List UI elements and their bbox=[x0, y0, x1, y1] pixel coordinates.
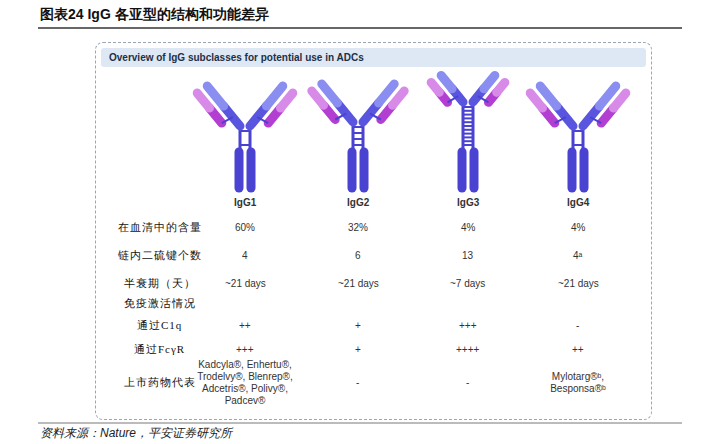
table-cell: - bbox=[466, 377, 469, 389]
chain bbox=[580, 152, 589, 188]
chain bbox=[458, 152, 467, 188]
figure-title: 图表24 IgG 各亚型的结构和功能差异 bbox=[40, 6, 269, 24]
row-label: 免疫激活情况 bbox=[124, 297, 196, 310]
row-label: 通过FcγR bbox=[134, 343, 185, 356]
table-cell: Kadcyla®, Enhertu®, Trodelvy®, Blenrep®,… bbox=[195, 359, 295, 407]
antibody bbox=[530, 86, 626, 188]
chain bbox=[530, 93, 542, 108]
column-header: IgG3 bbox=[457, 197, 479, 209]
disulfide-bond bbox=[240, 130, 250, 132]
title-rule bbox=[38, 27, 682, 29]
chain bbox=[497, 82, 505, 92]
table-cell: + bbox=[355, 320, 361, 332]
table-cell: ~7 days bbox=[450, 278, 485, 290]
disulfide-bond bbox=[463, 144, 473, 146]
chain bbox=[470, 152, 479, 188]
disulfide-bond bbox=[353, 144, 363, 146]
disulfide-bond bbox=[463, 133, 473, 135]
table-cell: ++ bbox=[572, 344, 584, 356]
table-cell: 4% bbox=[571, 222, 585, 234]
chain bbox=[393, 91, 405, 105]
disulfide-bond bbox=[353, 132, 363, 134]
disulfide-bond bbox=[463, 114, 473, 116]
panel-heading: Overview of IgG subclasses for potential… bbox=[109, 52, 638, 63]
disulfide-bond bbox=[463, 121, 473, 123]
table-cell: 4ᵃ bbox=[573, 250, 582, 262]
chain bbox=[247, 152, 256, 188]
chain bbox=[568, 152, 577, 188]
table-cell: 4 bbox=[242, 250, 248, 262]
table-cell: +++ bbox=[236, 344, 254, 356]
disulfide-bond bbox=[257, 117, 268, 123]
row-label: 半衰期（天） bbox=[124, 277, 196, 290]
table-cell: Mylotarg®ᵇ, Besponsa®ᵇ bbox=[528, 371, 628, 395]
table-cell: ~21 days bbox=[338, 278, 379, 290]
table-cell: ~21 days bbox=[225, 278, 266, 290]
table-cell: + bbox=[355, 344, 361, 356]
table-cell: 4% bbox=[461, 222, 475, 234]
source-caption: 资料来源：Nature，平安证券研究所 bbox=[40, 425, 232, 442]
table-cell: - bbox=[576, 320, 579, 332]
disulfide-bond bbox=[463, 136, 473, 138]
antibody bbox=[312, 84, 404, 188]
disulfide-bond bbox=[353, 126, 363, 128]
caption-rule bbox=[38, 423, 682, 424]
chain bbox=[312, 91, 324, 105]
disulfide-bond bbox=[353, 138, 363, 140]
chain bbox=[280, 93, 292, 108]
antibody bbox=[197, 86, 293, 188]
disulfide-bond bbox=[448, 96, 459, 102]
disulfide-bond bbox=[573, 130, 583, 132]
chain bbox=[441, 75, 452, 88]
chain bbox=[197, 93, 209, 108]
table-cell: 6 bbox=[355, 250, 361, 262]
table-cell: ~21 days bbox=[558, 278, 599, 290]
row-label: 链内二硫键个数 bbox=[118, 249, 202, 262]
chain bbox=[484, 75, 495, 88]
disulfide-bond bbox=[463, 129, 473, 131]
antibody bbox=[431, 75, 505, 188]
disulfide-bond bbox=[463, 110, 473, 112]
disulfide-bond bbox=[463, 125, 473, 127]
disulfide-bond bbox=[463, 140, 473, 142]
antibody-figures bbox=[197, 75, 626, 188]
disulfide-bond bbox=[573, 144, 583, 146]
disulfide-bond bbox=[590, 117, 601, 123]
disulfide-bond bbox=[370, 114, 381, 120]
disulfide-bond bbox=[240, 144, 250, 146]
disulfide-bond bbox=[555, 117, 566, 123]
table-cell: ++ bbox=[239, 320, 251, 332]
table-cell: - bbox=[356, 377, 359, 389]
chain bbox=[431, 82, 439, 92]
chain bbox=[348, 152, 357, 188]
table-cell: +++ bbox=[459, 320, 477, 332]
column-header: IgG1 bbox=[234, 197, 256, 209]
disulfide-bond bbox=[335, 114, 346, 120]
column-header: IgG2 bbox=[347, 197, 369, 209]
disulfide-bond bbox=[222, 117, 233, 123]
table-cell: 32% bbox=[348, 222, 368, 234]
column-header: IgG4 bbox=[567, 197, 589, 209]
chain bbox=[235, 152, 244, 188]
table-cell: 13 bbox=[462, 250, 473, 262]
panel-header-band: Overview of IgG subclasses for potential… bbox=[101, 48, 646, 67]
chain bbox=[613, 93, 625, 108]
disulfide-bond bbox=[463, 106, 473, 108]
disulfide-bond bbox=[463, 117, 473, 119]
row-label: 通过C1q bbox=[137, 319, 182, 332]
row-label: 在血清中的含量 bbox=[118, 221, 202, 234]
table-cell: ++++ bbox=[456, 344, 479, 356]
chain bbox=[360, 152, 369, 188]
row-label: 上市药物代表 bbox=[124, 376, 196, 389]
disulfide-bond bbox=[478, 96, 489, 102]
table-cell: 60% bbox=[235, 222, 255, 234]
